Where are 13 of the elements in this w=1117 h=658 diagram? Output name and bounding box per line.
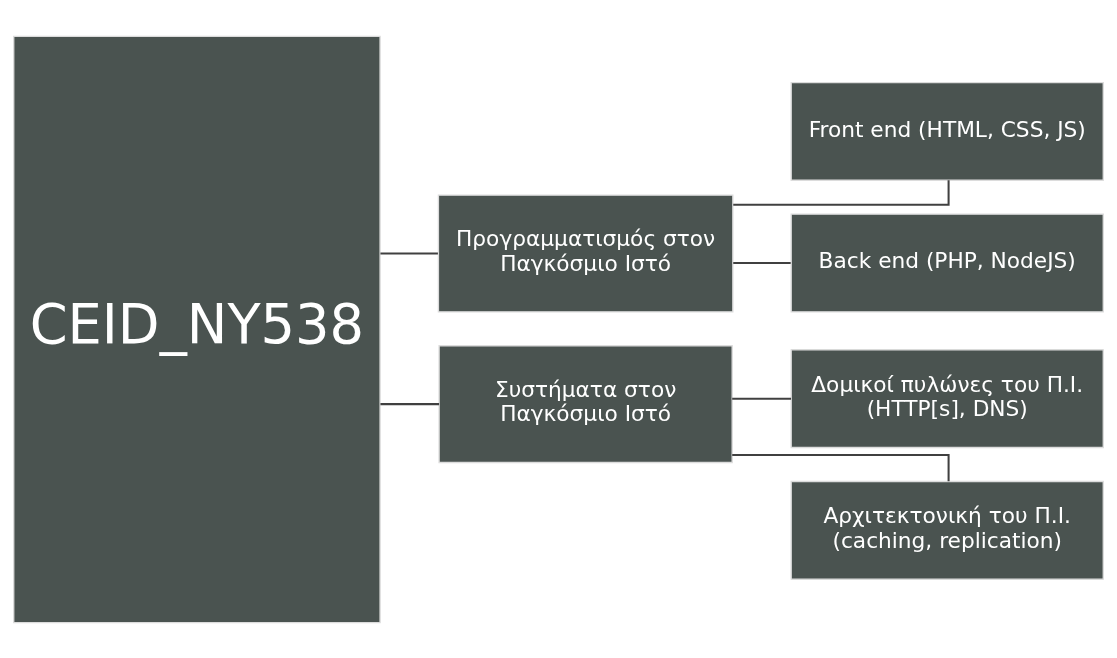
connector: [732, 397, 792, 400]
connector: [733, 179, 950, 206]
node-box: Δομικοί πυλώνες του Π.Ι. (HTTP[s], DNS): [790, 348, 1104, 448]
node-box: Back end (PHP, NodeJS): [790, 213, 1104, 313]
node-box: Συστήματα στον Παγκόσμιο Ιστό: [438, 344, 733, 463]
connector: [380, 402, 440, 405]
connector: [732, 453, 950, 481]
node-box: Front end (HTML, CSS, JS): [790, 81, 1104, 181]
node-box: Αρχιτεκτονική του Π.Ι. (caching, replication): [790, 480, 1104, 580]
node-box: CEID_NY538: [13, 35, 381, 623]
connector: [733, 261, 791, 264]
node-box: Προγραμματισμός στον Παγκόσμιο Ιστό: [437, 194, 734, 313]
connector: [380, 252, 438, 255]
